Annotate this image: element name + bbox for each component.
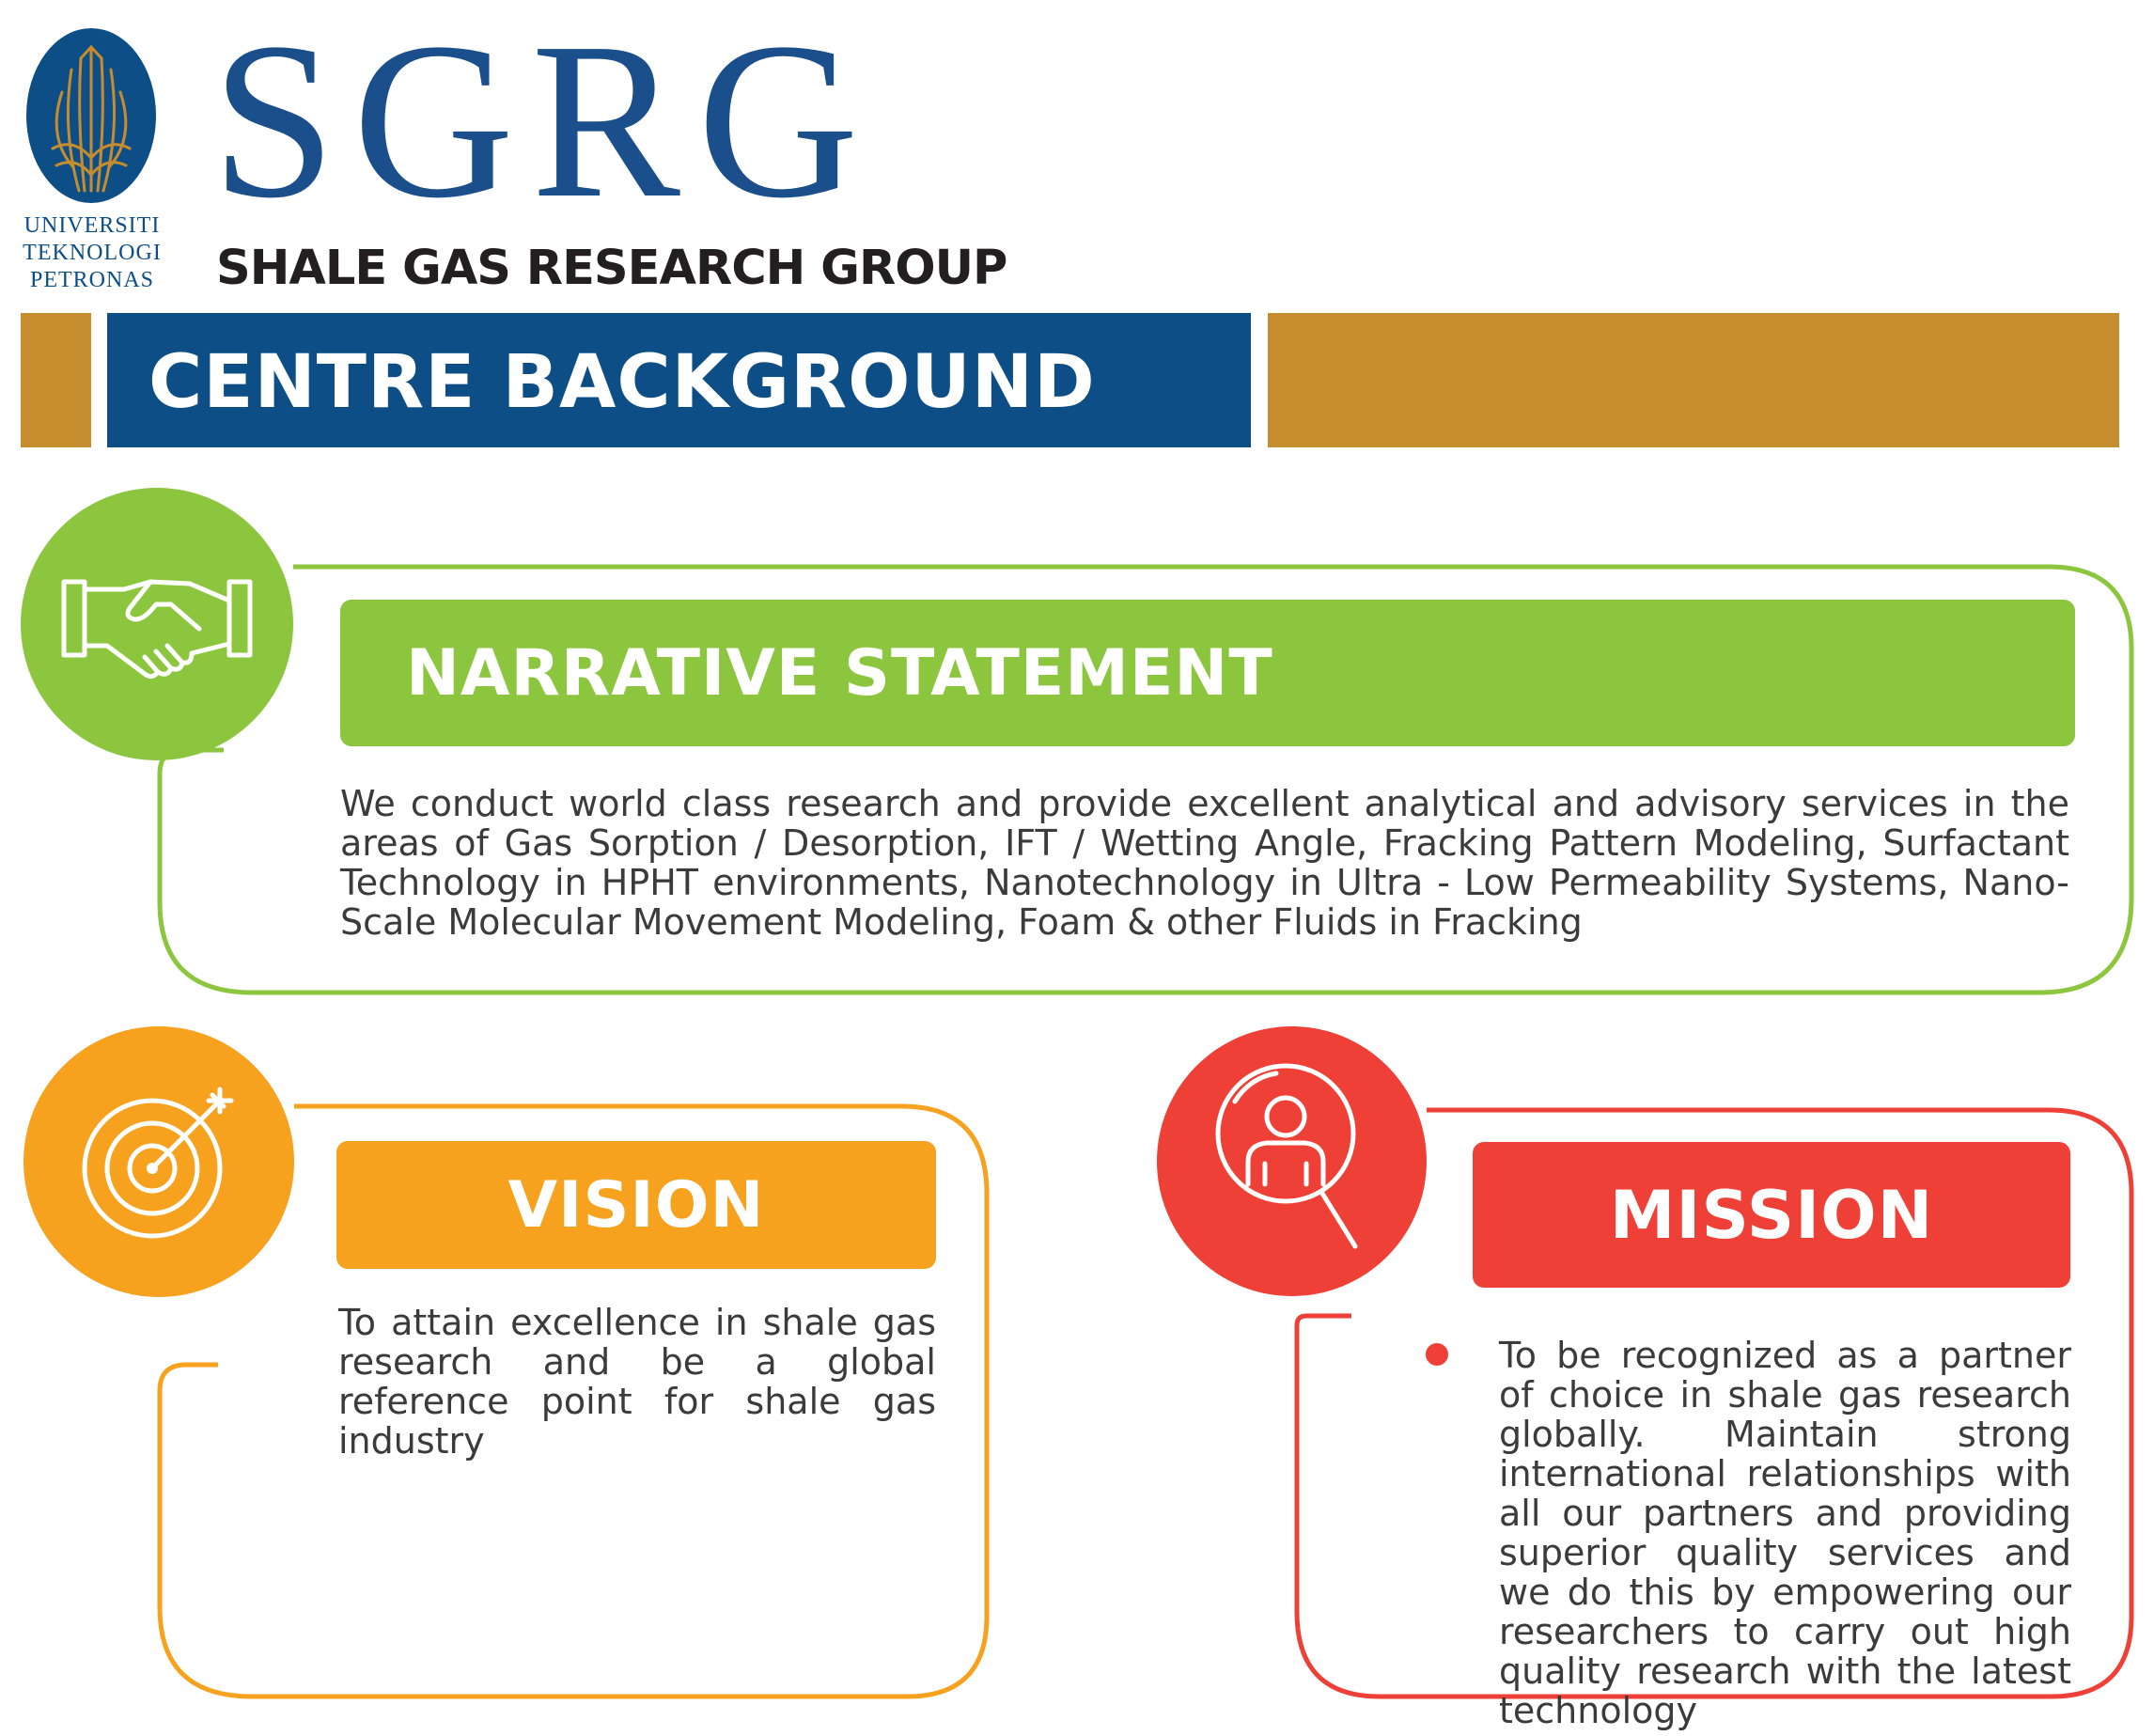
bullet-icon: [1426, 1343, 1448, 1366]
person-search-icon: [1215, 1063, 1357, 1248]
mission-text: To be recognized as a partner of choice …: [1416, 1336, 2071, 1730]
mission-icon-circle: [1157, 1026, 1427, 1296]
target-arrow-icon: [82, 1087, 234, 1239]
narrative-header: NARRATIVE STATEMENT: [340, 600, 2075, 746]
utp-logo-seal: [26, 28, 156, 203]
banner-gold-accent-left: [21, 313, 91, 447]
narrative-icon-circle: [21, 488, 293, 760]
banner-blue-band: [107, 313, 1251, 447]
utp-name-line: TEKNOLOGI: [23, 241, 162, 265]
utp-name-line: PETRONAS: [29, 268, 155, 292]
handshake-icon: [61, 579, 253, 680]
sgrg-acronym: SGRG: [211, 0, 876, 244]
mission-header: MISSION: [1473, 1142, 2070, 1288]
group-full-name: SHALE GAS RESEARCH GROUP: [216, 241, 1007, 296]
vision-icon-circle: [23, 1026, 294, 1297]
narrative-card-border: [157, 564, 2134, 995]
vision-header: VISION: [336, 1141, 936, 1269]
mission-statement: To be recognized as a partner of choice …: [1499, 1335, 2071, 1731]
banner-title: CENTRE BACKGROUND: [148, 340, 1096, 425]
vision-text: To attain excellence in shale gas resear…: [338, 1302, 936, 1462]
vision-card-border: [157, 1103, 990, 1699]
banner-gold-accent-right: [1268, 313, 2119, 447]
narrative-text: We conduct world class research and prov…: [340, 783, 2069, 943]
mission-card-border: [1294, 1107, 2134, 1699]
utp-name-line: UNIVERSITI: [23, 213, 161, 238]
